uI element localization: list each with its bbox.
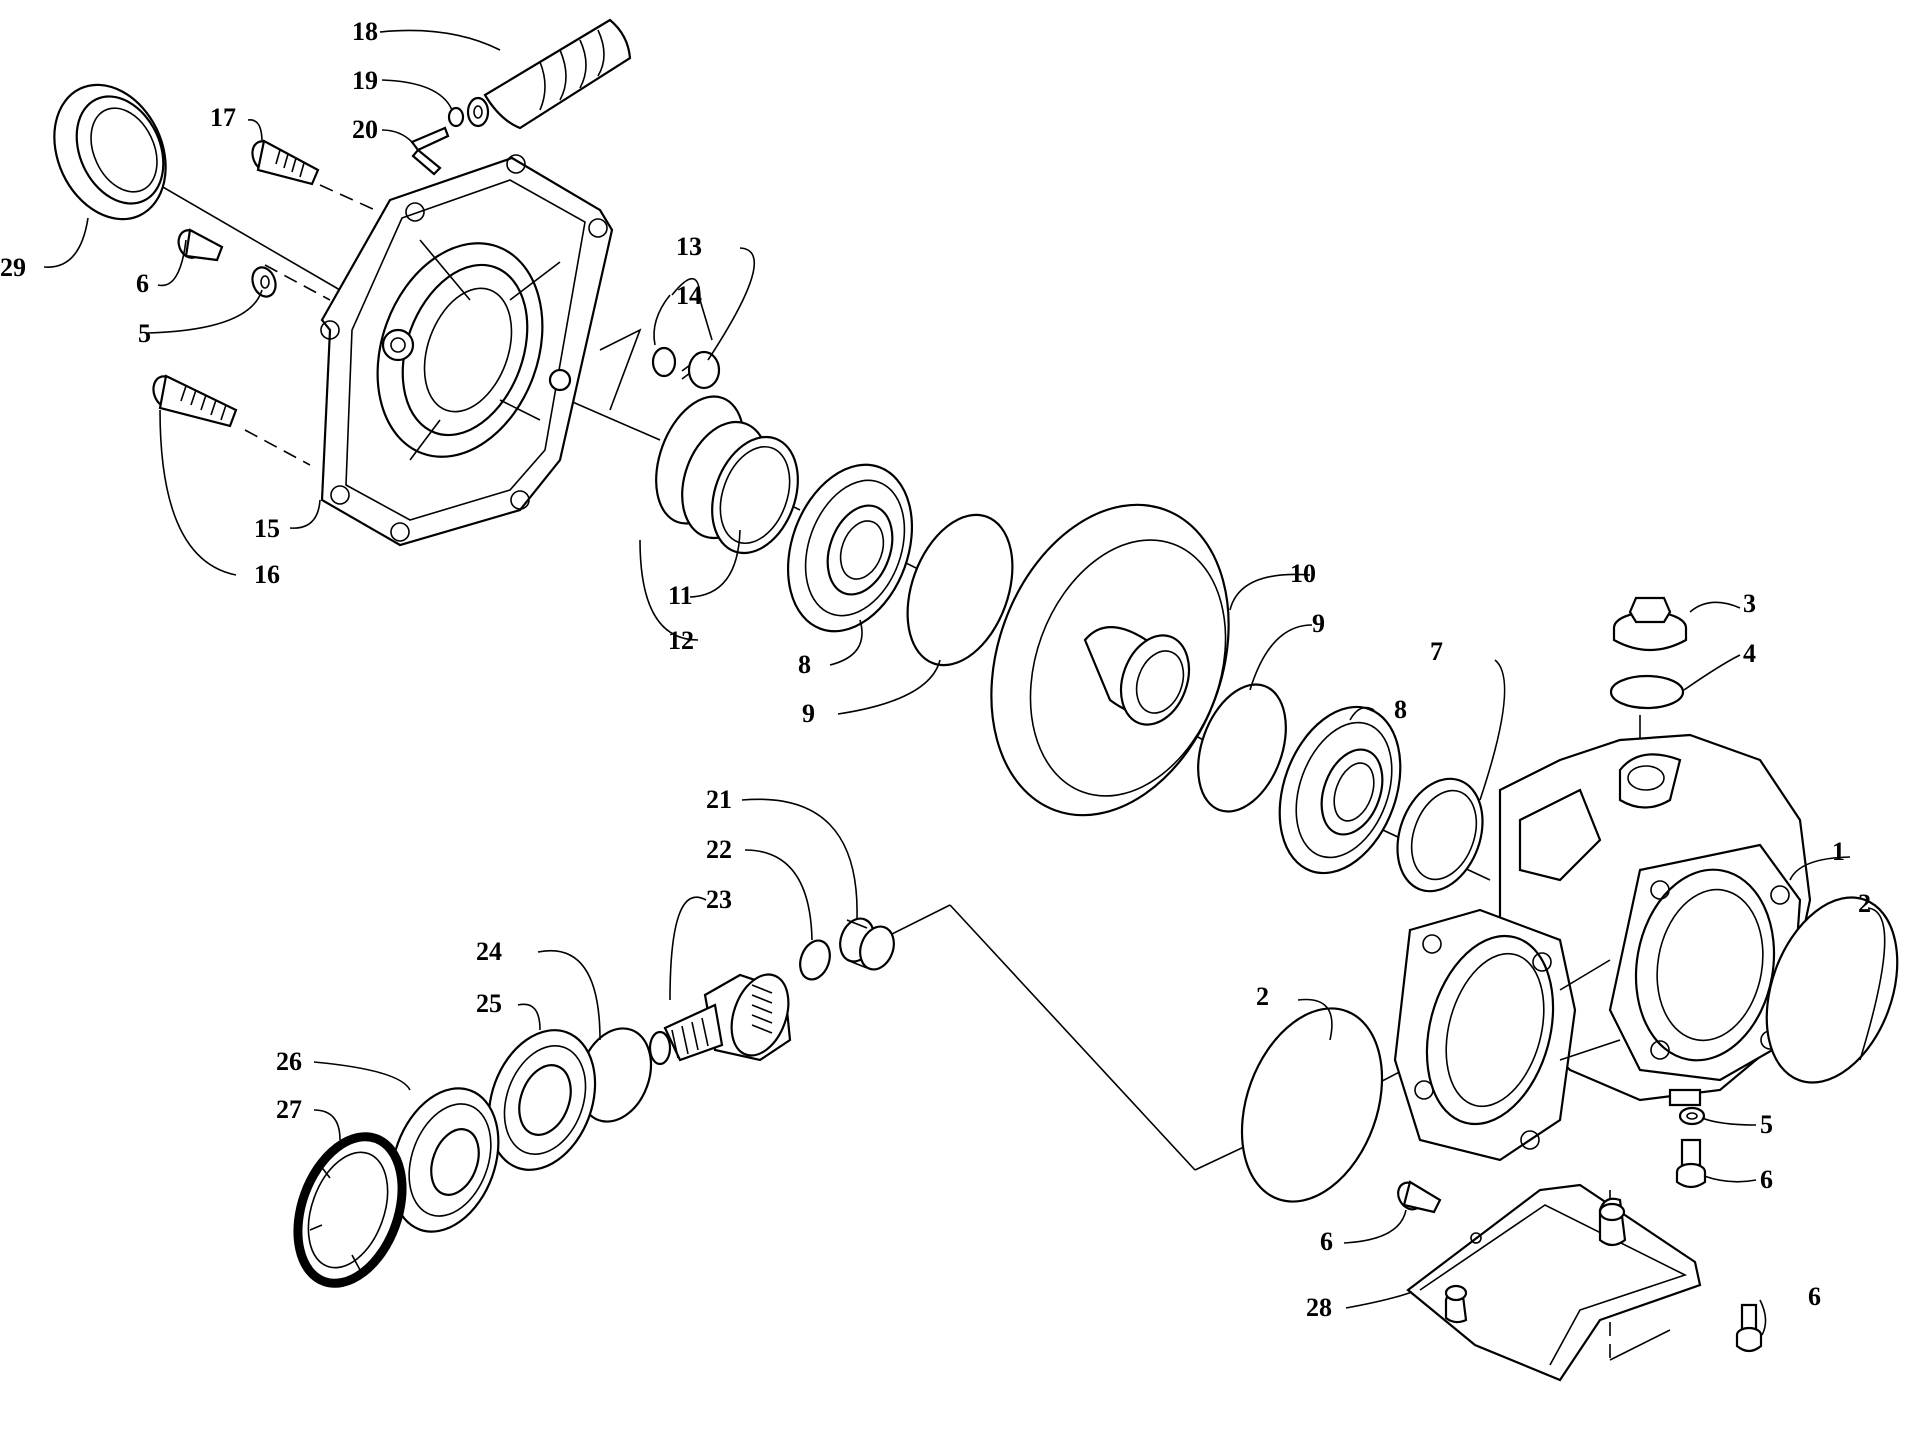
part-1-housing	[1393, 733, 1812, 1162]
part-27-locknut	[293, 1132, 407, 1288]
part-20-fitting	[410, 126, 450, 176]
callout-29: 29	[0, 253, 26, 282]
callout-17: 17	[210, 103, 236, 132]
callout-18: 18	[352, 17, 378, 46]
callout-1: 1	[1832, 837, 1845, 866]
part-7-seal	[1396, 777, 1484, 893]
part-4-oring	[1609, 674, 1685, 710]
part-5-washer-upper	[251, 266, 277, 298]
part-10-ring-gear	[990, 503, 1230, 817]
callout-labels: 1 2 2 3 4 5 5 6 6 6 6 7 8 8 9 9 10 11 12…	[0, 17, 1871, 1322]
callout-4: 4	[1743, 639, 1756, 668]
callout-23: 23	[706, 885, 732, 914]
part-18-boot	[466, 18, 632, 130]
part-8-bearing-upper	[786, 463, 914, 633]
part-25-seal	[487, 1029, 597, 1171]
part-6-bolt-upper	[177, 228, 224, 262]
callout-2: 2	[1858, 889, 1871, 918]
callout-10: 10	[1290, 559, 1316, 588]
part-15-cover	[320, 154, 614, 547]
callout-19: 19	[352, 66, 378, 95]
callout-9: 9	[1312, 609, 1325, 638]
callout-28: 28	[1306, 1293, 1332, 1322]
callout-24: 24	[476, 937, 502, 966]
callout-6: 6	[1760, 1165, 1773, 1194]
callout-3: 3	[1743, 589, 1756, 618]
callout-26: 26	[276, 1047, 302, 1076]
callout-13: 13	[676, 232, 702, 261]
part-22-ring	[799, 939, 831, 981]
callout-5: 5	[138, 319, 151, 348]
part-16-bolt	[152, 374, 238, 428]
part-28-skid-plate	[1406, 1183, 1702, 1382]
part-6-bolt-plate-right	[1735, 1303, 1763, 1353]
callout-8: 8	[1394, 695, 1407, 724]
part-11-sleeve	[681, 420, 799, 555]
callout-14: 14	[676, 281, 702, 310]
callout-27: 27	[276, 1095, 302, 1124]
callout-16: 16	[254, 560, 280, 589]
part-26-bearing	[390, 1087, 500, 1233]
part-23-pinion-gear	[648, 973, 792, 1066]
callout-15: 15	[254, 514, 280, 543]
callout-25: 25	[476, 989, 502, 1018]
callout-12: 12	[668, 626, 694, 655]
callout-5: 5	[1760, 1110, 1773, 1139]
part-6-bolt-plate-left	[1397, 1180, 1442, 1214]
part-17-bolt	[251, 139, 320, 186]
part-9-ring-lower	[1197, 683, 1287, 813]
part-2-gasket-left	[1240, 1007, 1384, 1203]
callout-6: 6	[1808, 1282, 1821, 1311]
part-14-oring	[651, 346, 677, 378]
part-21-needle-bearing	[839, 917, 895, 971]
part-13-plug	[681, 350, 721, 390]
part-6-bolt-lower-right	[1675, 1138, 1707, 1189]
callout-9: 9	[802, 699, 815, 728]
callout-22: 22	[706, 835, 732, 864]
callout-11: 11	[668, 581, 693, 610]
callout-2: 2	[1256, 982, 1269, 1011]
part-19-clip	[447, 106, 465, 128]
callout-7: 7	[1430, 637, 1443, 666]
leader-lines	[43, 29, 1886, 1336]
callout-6: 6	[136, 269, 149, 298]
part-3-drain-plug	[1612, 596, 1688, 651]
part-5-washer-lower	[1678, 1106, 1706, 1126]
part-9-ring-upper	[906, 513, 1014, 667]
callout-20: 20	[352, 115, 378, 144]
callout-8: 8	[798, 650, 811, 679]
part-29-cap	[53, 83, 167, 221]
part-2-gasket-right	[1765, 896, 1899, 1084]
callout-21: 21	[706, 785, 732, 814]
callout-6: 6	[1320, 1227, 1333, 1256]
part-8-bearing-lower	[1278, 705, 1402, 875]
